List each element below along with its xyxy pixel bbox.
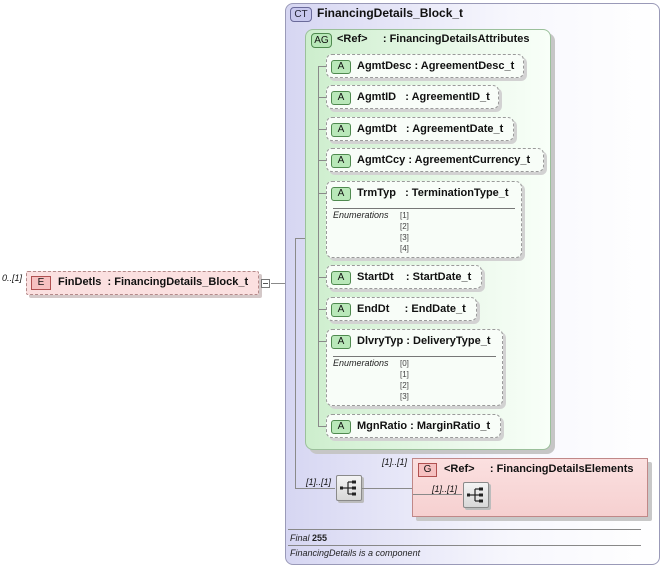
connector-attribute-spine [318, 66, 319, 426]
attribute-label: EndDt : EndDate_t [357, 303, 466, 315]
connector-attr-1 [318, 66, 326, 67]
complex-type-badge-icon: CT [290, 7, 312, 22]
connector-element [271, 283, 296, 284]
attribute-label: StartDt : StartDate_t [357, 271, 472, 283]
attribute-badge-icon: A [331, 123, 351, 137]
footer-final: Final 255 [290, 533, 327, 543]
complex-type-name: FinancingDetails_Block_t [317, 6, 464, 20]
sequence-icon [467, 487, 483, 503]
attribute-group-ref: <Ref> [337, 33, 368, 45]
connector-group-inner [413, 494, 462, 495]
enumeration-divider [333, 356, 496, 357]
attribute-trmtyp[interactable]: A TrmTyp : TerminationType_t Enumeration… [326, 181, 522, 258]
attribute-dlvrytyp[interactable]: A DlvryTyp : DeliveryType_t Enumerations… [326, 329, 503, 406]
enum-value: [2] [400, 381, 409, 390]
enumeration-label: Enumerations [333, 210, 389, 220]
connector-attr-4 [318, 160, 326, 161]
attribute-badge-icon: A [331, 271, 351, 285]
attribute-group-name: : FinancingDetailsAttributes [382, 33, 530, 45]
group-ref: <Ref> [444, 463, 475, 475]
enumeration-values: [1] [2] [3] [4] [400, 210, 409, 254]
enum-value: [2] [400, 222, 409, 231]
connector-attr-7 [318, 309, 326, 310]
group-occurrence: [1]..[1] [382, 457, 408, 467]
attribute-agmtccy[interactable]: A AgmtCcy : AgreementCurrency_t [326, 148, 544, 172]
footer-final-label: Final [290, 533, 310, 543]
group-badge-icon: G [418, 463, 437, 477]
attribute-agmtdesc[interactable]: A AgmtDesc : AgreementDesc_t [326, 54, 524, 78]
group-financing-details-elements[interactable] [412, 458, 648, 517]
element-type: : FinancingDetails_Block_t [107, 276, 249, 288]
attribute-badge-icon: A [331, 303, 351, 317]
element-occurrence: 0..[1] [2, 273, 23, 283]
sequence-compositor[interactable] [336, 475, 362, 501]
enum-value: [0] [400, 359, 409, 368]
attribute-badge-icon: A [331, 187, 351, 201]
connector-ct-trunk [295, 238, 296, 488]
attribute-badge-icon: A [331, 154, 351, 168]
enum-value: [4] [400, 244, 409, 253]
attribute-startdt[interactable]: A StartDt : StartDate_t [326, 265, 482, 289]
attribute-badge-icon: A [331, 335, 351, 349]
enumeration-label: Enumerations [333, 358, 389, 368]
attribute-label: AgmtID : AgreementID_t [357, 91, 490, 103]
group-name: : FinancingDetailsElements [489, 463, 634, 475]
attribute-badge-icon: A [331, 420, 351, 434]
element-badge-icon: E [31, 276, 51, 290]
attribute-label: MgnRatio : MarginRatio_t [357, 420, 491, 432]
attribute-group-badge-icon: AG [311, 33, 332, 48]
element-name: FinDetls [58, 276, 102, 288]
footer-divider-top [288, 529, 641, 530]
connector-to-group [362, 488, 412, 489]
sequence-icon [340, 480, 356, 496]
connector-attr-3 [318, 129, 326, 130]
connector-attr-9 [318, 426, 326, 427]
connector-attr-2 [318, 97, 326, 98]
enum-value: [3] [400, 392, 409, 401]
enum-value: [1] [400, 211, 409, 220]
connector-attr-8 [318, 341, 326, 342]
element-finDetls[interactable] [26, 271, 259, 295]
group-sequence-compositor[interactable] [463, 482, 489, 508]
connector-attr-6 [318, 277, 326, 278]
attribute-badge-icon: A [331, 91, 351, 105]
attribute-enddt[interactable]: A EndDt : EndDate_t [326, 297, 477, 321]
connector-attr-5 [318, 193, 326, 194]
attribute-label: AgmtDt : AgreementDate_t [357, 123, 504, 135]
enum-value: [1] [400, 370, 409, 379]
attribute-label: AgmtDesc : AgreementDesc_t [357, 60, 515, 72]
attribute-label: DlvryTyp : DeliveryType_t [357, 335, 491, 347]
element-label: FinDetls : FinancingDetails_Block_t [58, 276, 248, 288]
enum-value: [3] [400, 233, 409, 242]
attribute-agmtid[interactable]: A AgmtID : AgreementID_t [326, 85, 499, 109]
attribute-mgnratio[interactable]: A MgnRatio : MarginRatio_t [326, 414, 501, 438]
attribute-agmtdt[interactable]: A AgmtDt : AgreementDate_t [326, 117, 514, 141]
footer-final-value: 255 [312, 533, 328, 543]
enumeration-divider [333, 208, 515, 209]
attribute-group-title: <Ref> : FinancingDetailsAttributes [337, 33, 530, 45]
collapse-toggle-icon[interactable] [261, 279, 270, 288]
connector-to-attribute-group [295, 238, 305, 239]
enumeration-values: [0] [1] [2] [3] [400, 358, 409, 402]
sequence-occurrence: [1]..[1] [306, 477, 332, 487]
footer-divider-bottom [288, 545, 641, 546]
attribute-label: AgmtCcy : AgreementCurrency_t [357, 154, 531, 166]
attribute-label: TrmTyp : TerminationType_t [357, 187, 509, 199]
connector-to-sequence [295, 488, 335, 489]
attribute-badge-icon: A [331, 60, 351, 74]
footer-description: FinancingDetails is a component [290, 548, 421, 558]
group-title: <Ref> : FinancingDetailsElements [444, 463, 634, 475]
group-inner-occurrence: [1]..[1] [432, 484, 458, 494]
